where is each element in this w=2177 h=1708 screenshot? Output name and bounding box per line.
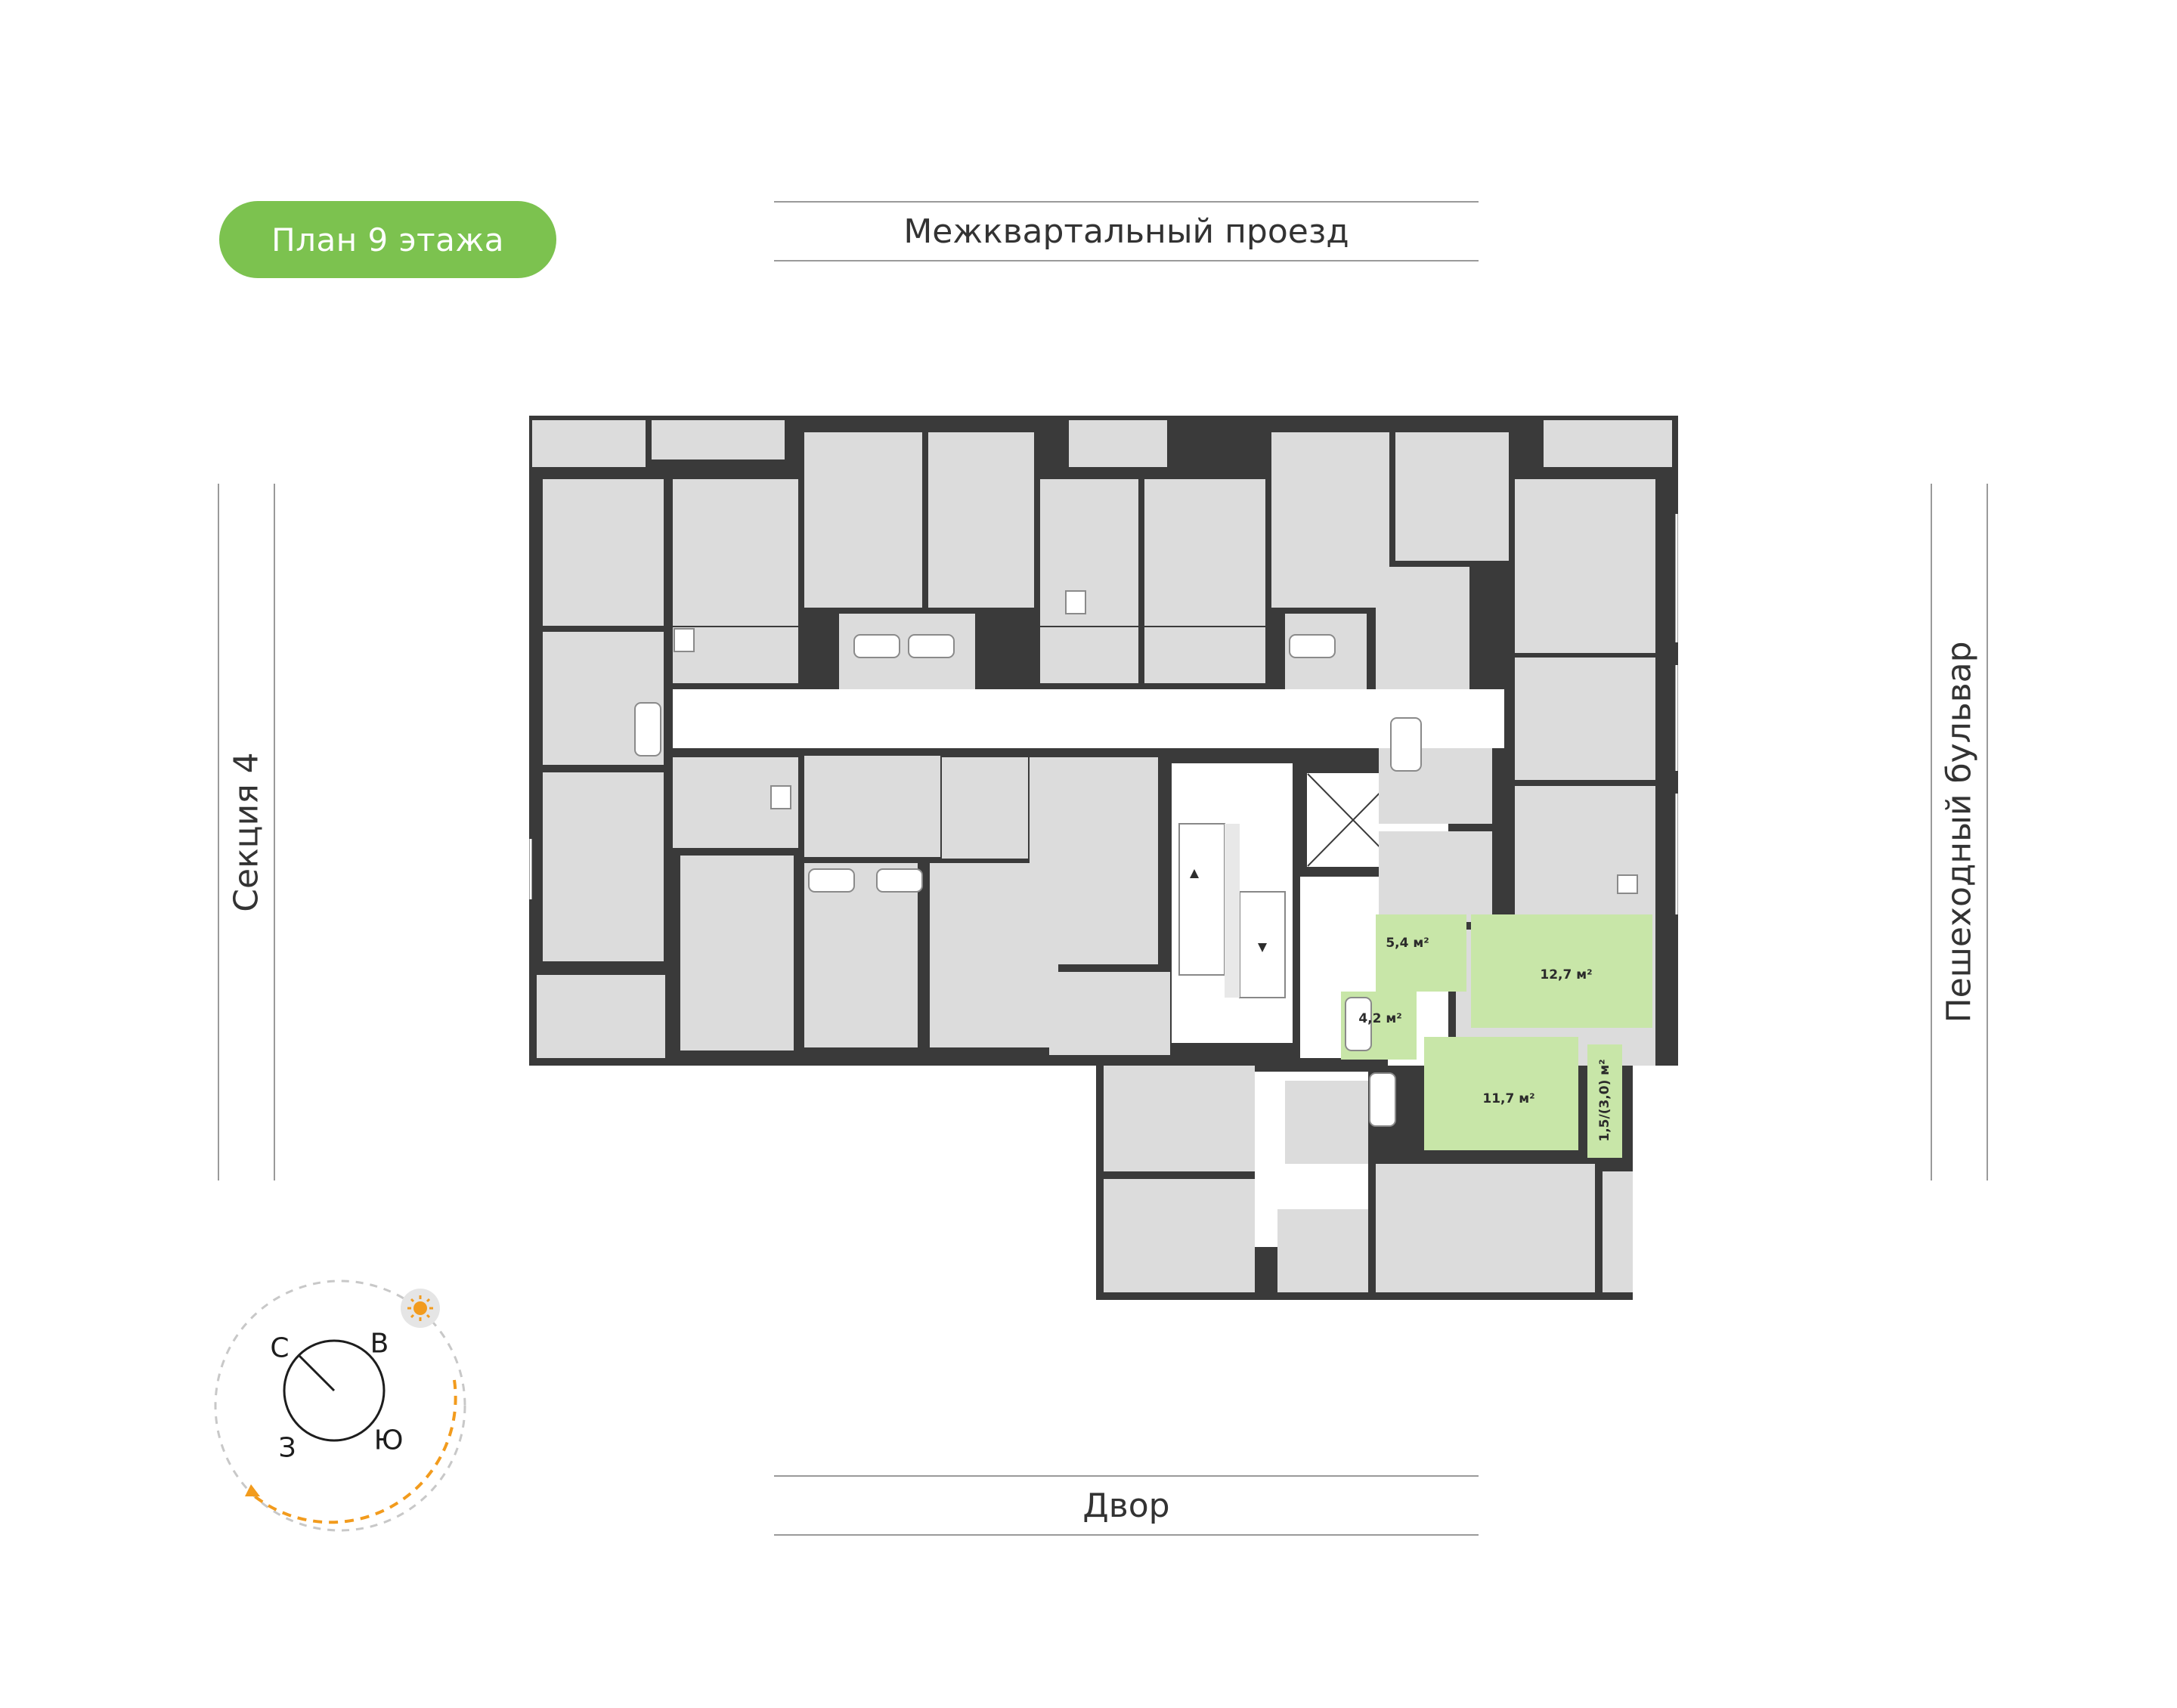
floor-plan-drawing bbox=[529, 416, 1678, 1300]
area-kitchen-living: 12,7 м² bbox=[1540, 967, 1593, 982]
compass-north: С bbox=[270, 1332, 290, 1364]
compass-ring bbox=[283, 1339, 386, 1442]
top-balconies bbox=[532, 420, 1672, 467]
corridor bbox=[673, 689, 1504, 748]
compass-east: В bbox=[370, 1328, 389, 1360]
area-balcony: 1,5/(3,0) м² bbox=[1597, 1059, 1612, 1142]
area-bathroom: 4,2 м² bbox=[1358, 1011, 1402, 1026]
bathtub-icons bbox=[634, 634, 1422, 1127]
sun-path-lower bbox=[249, 1379, 457, 1524]
compass: С В Ю З bbox=[204, 1270, 476, 1542]
room-kitchen-living[interactable] bbox=[1471, 914, 1652, 1028]
direction-arrow-icon bbox=[245, 1484, 260, 1496]
street-top: Межквартальный проезд bbox=[774, 201, 1479, 261]
compass-drawing bbox=[214, 1279, 466, 1532]
window-marks bbox=[529, 514, 1678, 914]
floor-plan: 5,4 м² 12,7 м² 4,2 м² 11,7 м² 1,5/(3,0) … bbox=[522, 416, 1686, 1315]
rooms-lower-wing bbox=[1104, 1066, 1633, 1292]
stair-arrow-icons bbox=[1190, 869, 1267, 952]
floor-badge: План 9 этажа bbox=[219, 201, 556, 278]
rooms-top-row bbox=[543, 432, 1655, 653]
street-top-label: Межквартальный проезд bbox=[903, 212, 1349, 251]
staircase bbox=[1172, 763, 1293, 1043]
compass-needle bbox=[298, 1354, 336, 1392]
area-bedroom: 11,7 м² bbox=[1482, 1091, 1535, 1106]
stove-icons bbox=[674, 590, 1638, 894]
street-bottom-label: Двор bbox=[1082, 1486, 1170, 1525]
street-right-label: Пешеходный бульвар bbox=[1940, 641, 1979, 1023]
room-bedroom[interactable] bbox=[1424, 1037, 1578, 1150]
sun-path-upper bbox=[214, 1279, 466, 1532]
compass-south: Ю bbox=[373, 1425, 404, 1456]
street-bottom: Двор bbox=[774, 1475, 1479, 1536]
street-left-label: Секция 4 bbox=[227, 752, 266, 912]
room-balcony[interactable] bbox=[1587, 1044, 1622, 1158]
sun-icon bbox=[401, 1289, 440, 1328]
area-hall: 5,4 м² bbox=[1386, 936, 1429, 951]
rooms-middle-row bbox=[673, 756, 1170, 1055]
street-right: Пешеходный бульвар bbox=[1931, 484, 1988, 1180]
compass-west: З bbox=[278, 1432, 296, 1464]
rooms-left-wing bbox=[537, 632, 665, 1058]
room-hall[interactable] bbox=[1376, 914, 1466, 992]
street-left: Секция 4 bbox=[218, 484, 275, 1180]
